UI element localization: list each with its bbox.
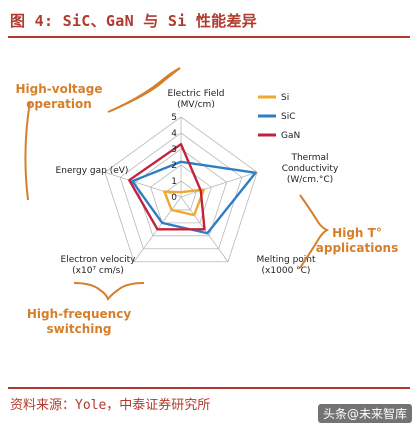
series-sic [131, 160, 257, 235]
axis-label: Electric Field(MV/cm) [168, 89, 225, 110]
watermark: 头条@未来智库 [318, 404, 413, 423]
tick-label: 4 [171, 129, 177, 139]
callout-label: High T°applications [316, 226, 399, 255]
axis-label: Energy gap (eV) [56, 166, 129, 176]
radar-ticks: 0 1 2 3 4 5 [171, 113, 177, 203]
brace-high-voltage [107, 67, 181, 113]
radar-grid [104, 116, 258, 263]
brace-high-voltage-side [24, 101, 31, 201]
axis-label: Electron velocity(x10⁷ cm/s) [61, 255, 137, 276]
tick-label: 3 [171, 145, 177, 155]
tick-label: 5 [171, 113, 177, 123]
series-gan [128, 142, 206, 231]
brace-high-temp [299, 194, 330, 269]
legend-label: Si [281, 93, 289, 103]
tick-label: 2 [171, 161, 177, 171]
grid-ring [104, 116, 258, 263]
grid-ring [150, 164, 212, 224]
legend-label: SiC [281, 112, 296, 122]
source-note: 资料来源：Yole，中泰证券研究所 [10, 398, 211, 413]
radar-series [128, 142, 257, 235]
grid-spoke [180, 171, 258, 198]
figure-title: 图 4: SiC、GaN 与 Si 性能差异 [10, 12, 258, 30]
brace-high-freq [73, 282, 145, 301]
axis-label: Melting point(x1000 °C) [256, 255, 316, 276]
tick-label: 0 [171, 193, 177, 203]
top-divider [8, 36, 410, 38]
bottom-divider [8, 387, 410, 389]
legend-label: GaN [281, 131, 300, 141]
tick-label: 1 [171, 177, 177, 187]
